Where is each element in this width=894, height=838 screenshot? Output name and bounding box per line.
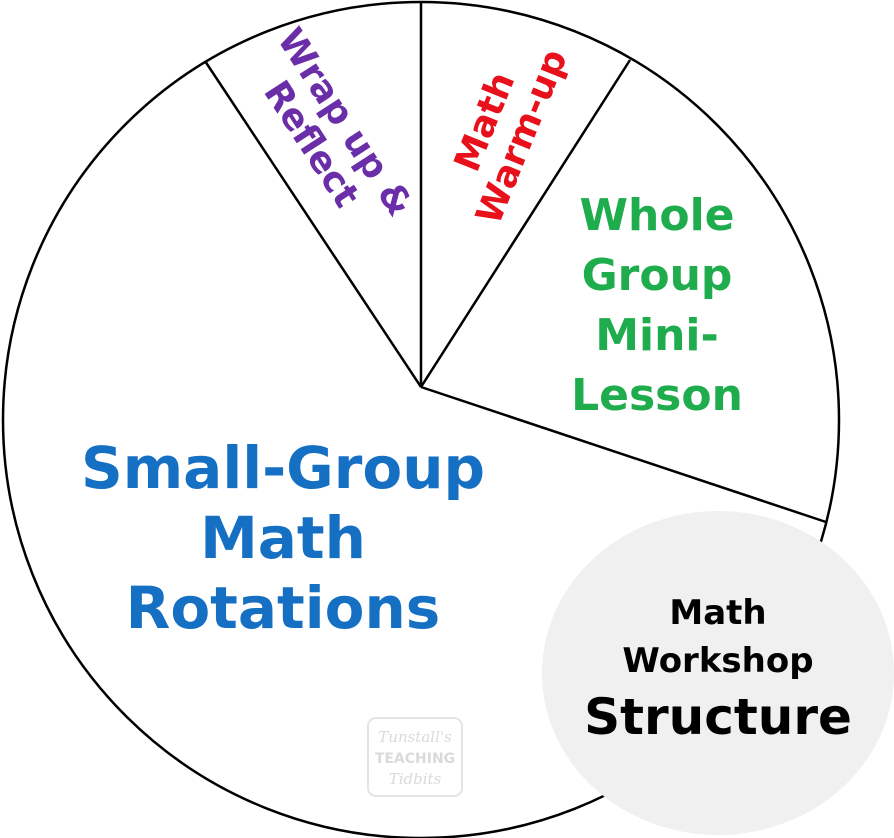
small-group-line2: Math — [200, 504, 366, 572]
badge-line3: Structure — [584, 688, 852, 746]
divider-wrap-small — [203, 60, 423, 388]
divider-mini-small — [420, 385, 827, 524]
badge-circle — [542, 511, 894, 835]
watermark-line3: Tidbits — [389, 770, 442, 788]
small-group-line1: Small-Group — [81, 434, 485, 502]
title-badge: Math Workshop Structure — [542, 511, 894, 835]
mini-lesson-line1: Whole — [579, 190, 734, 241]
divider-warm-mini — [419, 59, 632, 388]
mini-lesson-line4: Lesson — [571, 370, 743, 421]
segment-small-group: Small-Group Math Rotations — [81, 434, 485, 642]
mini-lesson-line2: Group — [582, 250, 733, 301]
badge-line2: Workshop — [622, 641, 813, 681]
watermark-line1: Tunstall's — [378, 728, 452, 746]
watermark-logo: Tunstall's TEACHING Tidbits — [367, 717, 463, 797]
badge-line1: Math — [669, 593, 766, 633]
mini-lesson-line3: Mini- — [595, 310, 719, 361]
segment-mini-lesson: Whole Group Mini- Lesson — [571, 190, 743, 421]
watermark-line2: TEACHING — [375, 751, 455, 767]
small-group-line3: Rotations — [126, 574, 441, 642]
